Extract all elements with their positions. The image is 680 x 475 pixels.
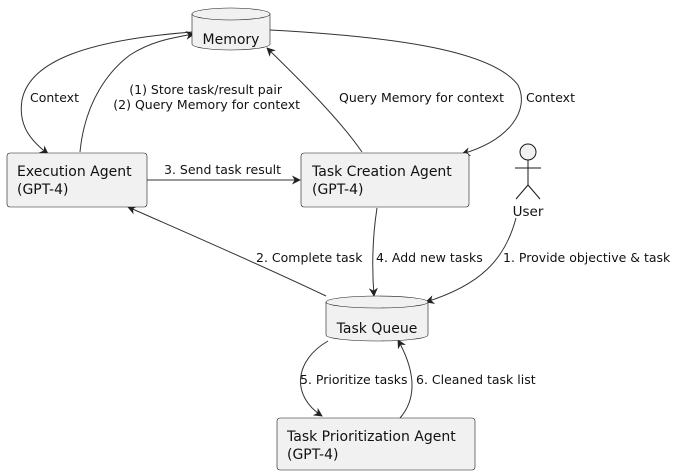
label-memory-to-execution: Context: [30, 90, 79, 105]
task-queue-label: Task Queue: [336, 321, 418, 337]
label-creation-to-queue: 4. Add new tasks: [376, 250, 483, 265]
user-label: User: [513, 204, 544, 220]
task-prioritization-agent-title: Task Prioritization Agent: [286, 429, 456, 445]
task-creation-agent-model: (GPT-4): [312, 182, 363, 198]
execution-agent-model: (GPT-4): [17, 182, 68, 198]
user-actor: User: [513, 143, 544, 220]
label-execution-to-memory-2: (2) Query Memory for context: [113, 97, 300, 112]
label-creation-to-memory: Query Memory for context: [339, 90, 504, 105]
label-memory-to-creation: Context: [526, 90, 575, 105]
edge-queue-to-execution: [127, 206, 327, 297]
task-creation-agent-node: Task Creation Agent (GPT-4): [300, 152, 470, 208]
execution-agent-title: Execution Agent: [17, 164, 132, 180]
user-icon: [519, 143, 537, 161]
edge-prioritization-to-queue: [397, 339, 413, 419]
edge-creation-to-queue: [368, 207, 378, 297]
memory-node: Memory: [191, 7, 271, 51]
label-queue-to-execution: 2. Complete task: [256, 250, 363, 265]
execution-agent-node: Execution Agent (GPT-4): [6, 152, 148, 208]
memory-label: Memory: [203, 32, 260, 48]
edge-creation-to-memory: [266, 47, 363, 153]
label-queue-to-prioritization: 5. Prioritize tasks: [300, 372, 408, 387]
label-user-to-queue: 1. Provide objective & task: [503, 250, 671, 265]
label-prioritization-to-queue: 6. Cleaned task list: [416, 372, 536, 387]
edge-execution-to-memory: [79, 30, 195, 153]
task-prioritization-agent-node: Task Prioritization Agent (GPT-4): [276, 417, 476, 471]
edge-user-to-queue: [425, 217, 517, 304]
edge-memory-to-execution: [20, 31, 193, 155]
label-execution-to-memory-1: (1) Store task/result pair: [129, 82, 283, 97]
task-queue-node: Task Queue: [325, 295, 429, 342]
task-prioritization-agent-model: (GPT-4): [287, 447, 338, 463]
edge-queue-to-prioritization: [299, 340, 329, 417]
task-creation-agent-title: Task Creation Agent: [311, 164, 452, 180]
edge-memory-to-creation: [269, 29, 522, 157]
label-execution-to-creation: 3. Send task result: [164, 162, 281, 177]
